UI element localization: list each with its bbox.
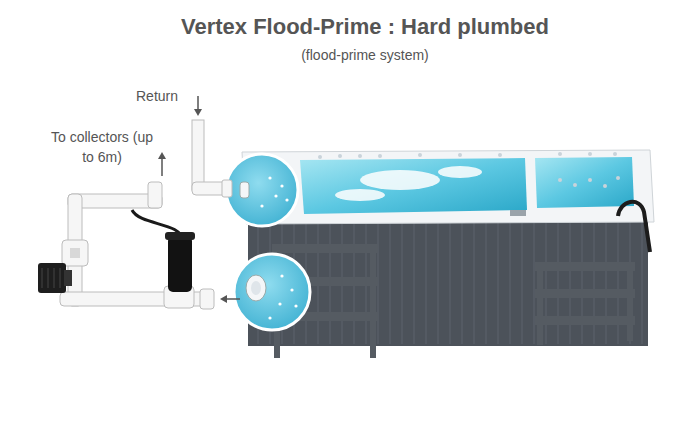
fitting-closeup [226, 154, 310, 330]
return-pipe [192, 120, 232, 197]
subtitle: (flood-prime system) [0, 47, 700, 63]
swim-spa [242, 150, 654, 346]
pump-plumbing [38, 182, 214, 309]
flow-arrows [158, 96, 240, 303]
flow-label: Return [136, 88, 178, 104]
steps [272, 244, 635, 358]
flow-label: To collectors (up to 6m) [50, 127, 154, 167]
diagram-title: Vertex Flood-Prime : Hard plumbed [0, 14, 700, 40]
